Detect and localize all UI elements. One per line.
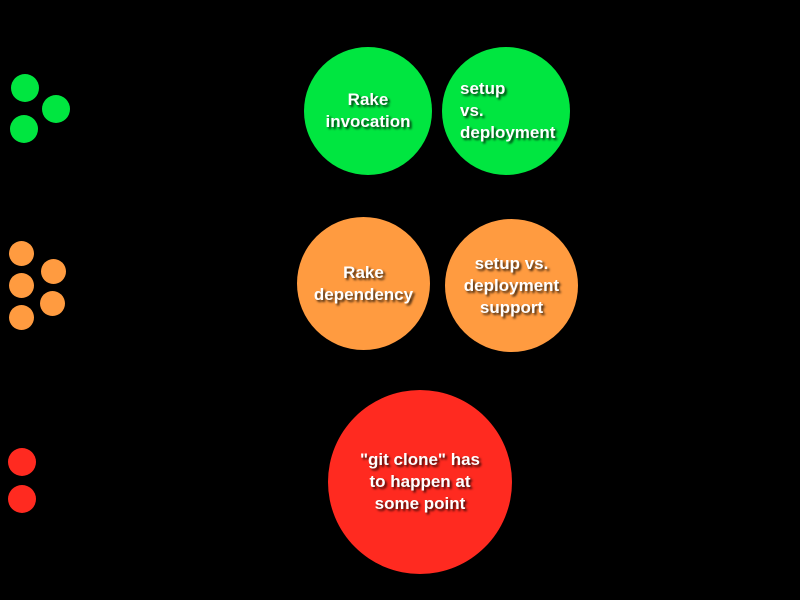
bubble-label: setup vs. deployment [460, 79, 556, 142]
git-clone-bubble: "git clone" has to happen at some point [328, 390, 512, 574]
bubble-label: "git clone" has to happen at some point [359, 450, 481, 513]
setup-vs-deployment-bubble: setup vs. deployment [442, 47, 570, 175]
bubble-label: Rake dependency [313, 262, 414, 304]
rake-dependency-bubble: Rake dependency [297, 217, 430, 350]
orange-priority-dot [9, 241, 34, 266]
orange-priority-dot [9, 273, 34, 298]
red-priority-dot [8, 448, 36, 476]
orange-priority-dot [9, 305, 34, 330]
bubble-label: setup vs. deployment support [463, 253, 560, 317]
green-priority-dot [42, 95, 70, 123]
orange-priority-dot [40, 291, 65, 316]
rake-invocation-bubble: Rake invocation [304, 47, 432, 175]
green-priority-dot [11, 74, 39, 102]
green-priority-dot [10, 115, 38, 143]
bubble-label: Rake invocation [325, 90, 411, 131]
red-priority-dot [8, 485, 36, 513]
orange-priority-dot [41, 259, 66, 284]
setup-vs-deployment-support-bubble: setup vs. deployment support [445, 219, 578, 352]
